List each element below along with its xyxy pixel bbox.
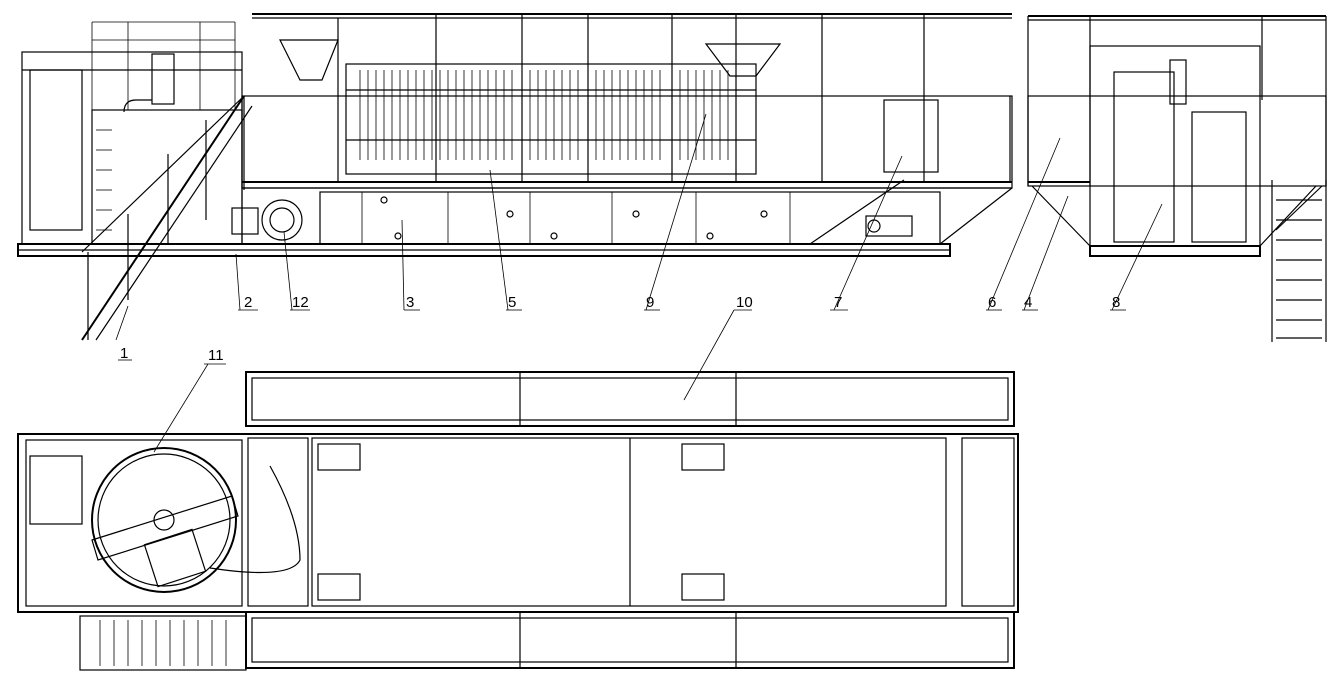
top-walkway [245,371,1015,427]
lower-tank [319,191,941,245]
rotary-arm [91,495,239,561]
callout-8: 8 [1112,294,1120,311]
stairway [81,95,253,341]
callout-10: 10 [736,294,753,311]
hopper-left [279,39,339,81]
callout-9: 9 [646,294,654,311]
callout-7: 7 [834,294,842,311]
callout-1: 1 [120,345,128,362]
tail-box [883,99,939,173]
feed-tank [91,109,243,245]
hose [209,465,301,574]
leader-lines [115,113,1163,453]
hopper-right [704,43,782,77]
end-elevation-view [1027,15,1327,342]
callout-3: 3 [406,294,414,311]
callout-labels: 1 2 12 3 5 9 7 6 4 8 10 11 [120,294,1120,364]
callout-12: 12 [292,294,309,311]
drive-motor [865,215,913,237]
tank-pump [151,53,175,105]
filter-plates [359,70,729,160]
plan-stair [79,615,247,671]
callout-11: 11 [208,347,224,364]
callout-2: 2 [244,294,252,311]
rotary-tank-11 [91,447,237,593]
plan-view [17,371,1019,671]
callout-5: 5 [508,294,516,311]
callout-4: 4 [1024,294,1032,311]
bottom-walkway [245,611,1015,669]
plan-main-body [17,433,1019,613]
end-frame [1089,45,1261,247]
callout-6: 6 [988,294,996,311]
end-tank-8 [1113,71,1175,243]
side-elevation-view [17,13,1013,341]
pump-12 [261,199,303,241]
press-tray [311,437,947,607]
tank-ports [380,196,768,240]
filter-press [345,63,757,175]
end-stair [1271,180,1327,342]
